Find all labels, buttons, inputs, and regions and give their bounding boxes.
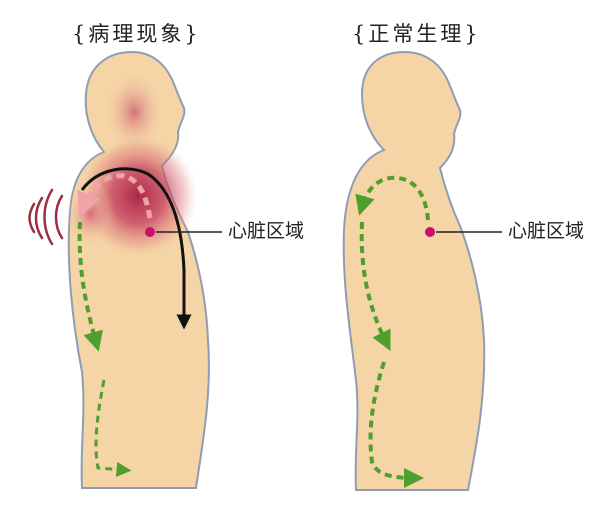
heart-region-label: 心脏区域 [508,220,585,242]
left-figure [28,50,222,489]
right-figure [342,50,502,491]
heart-region-label: 心脏区域 [228,220,305,242]
normal-flow-arrow-lower [368,361,424,488]
inflamed-region-back [64,180,116,248]
panel-title-normal: {正常生理} [352,22,481,46]
pressure-arrow [80,167,192,330]
inflamed-region-neck [104,70,164,154]
vibration-waves-icon [28,188,64,246]
back-flow-arrow-upper [77,221,103,352]
reflux-arrow [77,173,153,219]
panel-title-pathological: {病理现象} [72,22,201,46]
normal-flow-arrow-upper [355,175,430,221]
heart-point-icon [145,227,155,237]
back-flow-arrow-lower [94,379,132,477]
heart-point-icon [425,227,435,237]
normal-flow-arrow-middle [359,221,391,351]
